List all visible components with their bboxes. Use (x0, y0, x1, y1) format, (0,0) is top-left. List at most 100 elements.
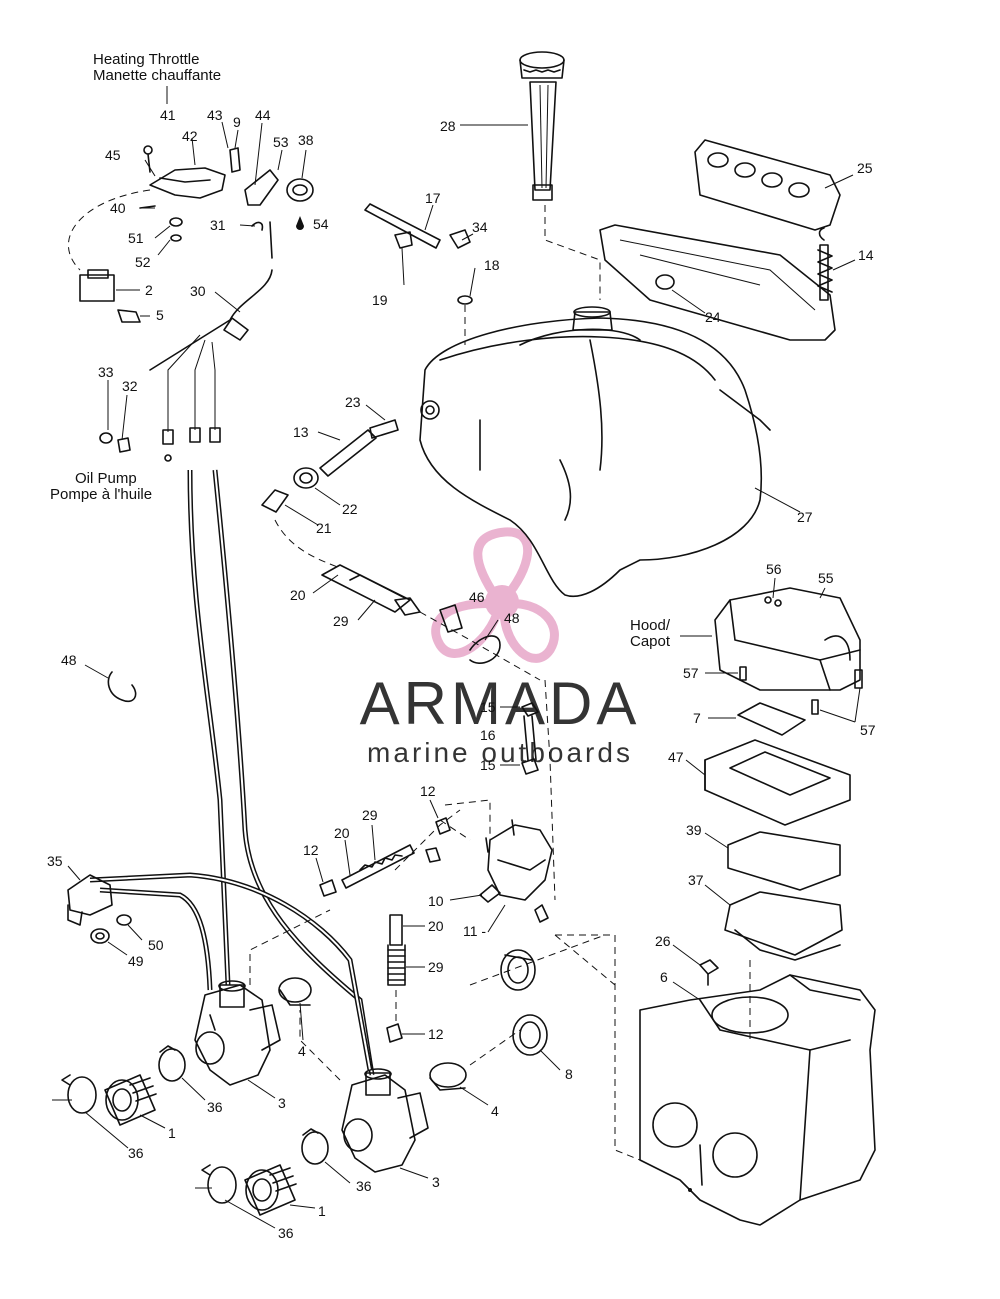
watermark: ARMADA marine outboards (360, 527, 641, 768)
callout-13: 13 (293, 424, 309, 440)
callout-50: 50 (148, 937, 164, 953)
watermark-tagline: marine outboards (367, 737, 633, 768)
callout-57-left: 57 (683, 665, 699, 681)
callout-48-center: 48 (504, 610, 520, 626)
carburetor-left (194, 909, 331, 1086)
tank-support-bracket (599, 139, 841, 341)
armada-propeller-logo (431, 527, 559, 663)
callout-22: 22 (342, 501, 358, 517)
callout-54: 54 (313, 216, 329, 232)
callout-36-upper: 36 (207, 1099, 223, 1115)
callout-21: 21 (316, 520, 332, 536)
callout-29-low: 29 (428, 959, 444, 975)
wire-connector (67, 874, 132, 944)
callout-36-left: 36 (128, 1145, 144, 1161)
callout-36-mid: 36 (356, 1178, 372, 1194)
callout-52: 52 (135, 254, 151, 270)
callout-33: 33 (98, 364, 114, 380)
callout-14: 14 (858, 247, 874, 263)
hose-fittings (319, 817, 451, 1043)
watermark-brand: ARMADA (360, 670, 641, 737)
callout-56: 56 (766, 561, 782, 577)
callout-40: 40 (110, 200, 126, 216)
callout-12-mid: 12 (303, 842, 319, 858)
callout-7: 7 (693, 710, 701, 726)
callout-45: 45 (105, 147, 121, 163)
callout-25: 25 (857, 160, 873, 176)
callout-55: 55 (818, 570, 834, 586)
callout-3-right: 3 (432, 1174, 440, 1190)
callout-57-right: 57 (860, 722, 876, 738)
callout-20-top: 20 (290, 587, 306, 603)
callout-16: 16 (480, 727, 496, 743)
callout-28: 28 (440, 118, 456, 134)
tank-fittings (364, 203, 473, 345)
fuel-filler-gauge (519, 51, 601, 300)
fuel-pump-area (394, 702, 553, 923)
callout-17: 17 (425, 190, 441, 206)
air-silencer-box (469, 934, 876, 1226)
callout-49: 49 (128, 953, 144, 969)
callout-9: 9 (233, 114, 241, 130)
callout-51: 51 (128, 230, 144, 246)
callout-19: 19 (372, 292, 388, 308)
caption-heating-throttle-en: Heating Throttle (93, 51, 199, 68)
callout-29-mid: 29 (362, 807, 378, 823)
callout-11: 11 - (463, 923, 486, 939)
intake-adapters-left (52, 1045, 186, 1126)
callout-26: 26 (655, 933, 671, 949)
callout-5: 5 (156, 307, 164, 323)
air-intake-boots (500, 949, 548, 1056)
carburetor-right (299, 1010, 521, 1173)
air-filter-stack (699, 702, 851, 1040)
callout-53: 53 (273, 134, 289, 150)
callout-2: 2 (145, 282, 153, 298)
callout-46: 46 (469, 589, 485, 605)
callout-1-right: 1 (318, 1203, 326, 1219)
callout-34: 34 (472, 219, 488, 235)
callout-42: 42 (182, 128, 198, 144)
leader-lines (67, 121, 861, 1229)
callout-15-top: 15 (480, 699, 496, 715)
intake-adapters-right (195, 1128, 329, 1216)
callout-6: 6 (660, 969, 668, 985)
callout-12-low: 12 (428, 1026, 444, 1042)
callout-numbers: 41 42 43 9 44 53 38 45 40 51 52 31 54 2 … (47, 107, 876, 1241)
callout-29-top: 29 (333, 613, 349, 629)
caption-oil-pump-fr: Pompe à l'huile (50, 486, 152, 503)
callout-44: 44 (255, 107, 271, 123)
caption-hood-fr: Capot (630, 633, 671, 650)
callout-23: 23 (345, 394, 361, 410)
callout-4-left: 4 (298, 1043, 306, 1059)
caption-oil-pump-en: Oil Pump (75, 470, 137, 487)
fuel-tank (419, 306, 771, 597)
callout-1-left: 1 (168, 1125, 176, 1141)
callout-43: 43 (207, 107, 223, 123)
callout-15-bottom: 15 (480, 757, 496, 773)
fuel-fittings (107, 419, 556, 901)
callout-37: 37 (688, 872, 704, 888)
callout-27: 27 (797, 509, 813, 525)
callout-8: 8 (565, 1066, 573, 1082)
callout-10: 10 (428, 893, 444, 909)
callout-48-left: 48 (61, 652, 77, 668)
callout-3-left: 3 (278, 1095, 286, 1111)
callout-20-low: 20 (428, 918, 444, 934)
throttle-cables (89, 469, 375, 1076)
callout-32: 32 (122, 378, 138, 394)
callout-18: 18 (484, 257, 500, 273)
heating-throttle-assembly (68, 145, 314, 462)
callout-41: 41 (160, 107, 176, 123)
callout-24: 24 (705, 309, 721, 325)
caption-hood-en: Hood/ (630, 617, 671, 634)
callout-39: 39 (686, 822, 702, 838)
callout-4-right: 4 (491, 1103, 499, 1119)
callout-20-mid: 20 (334, 825, 350, 841)
callout-47: 47 (668, 749, 684, 765)
callout-31: 31 (210, 217, 226, 233)
callout-30: 30 (190, 283, 206, 299)
caption-heating-throttle-fr: Manette chauffante (93, 67, 221, 84)
hood-capot (714, 587, 863, 715)
